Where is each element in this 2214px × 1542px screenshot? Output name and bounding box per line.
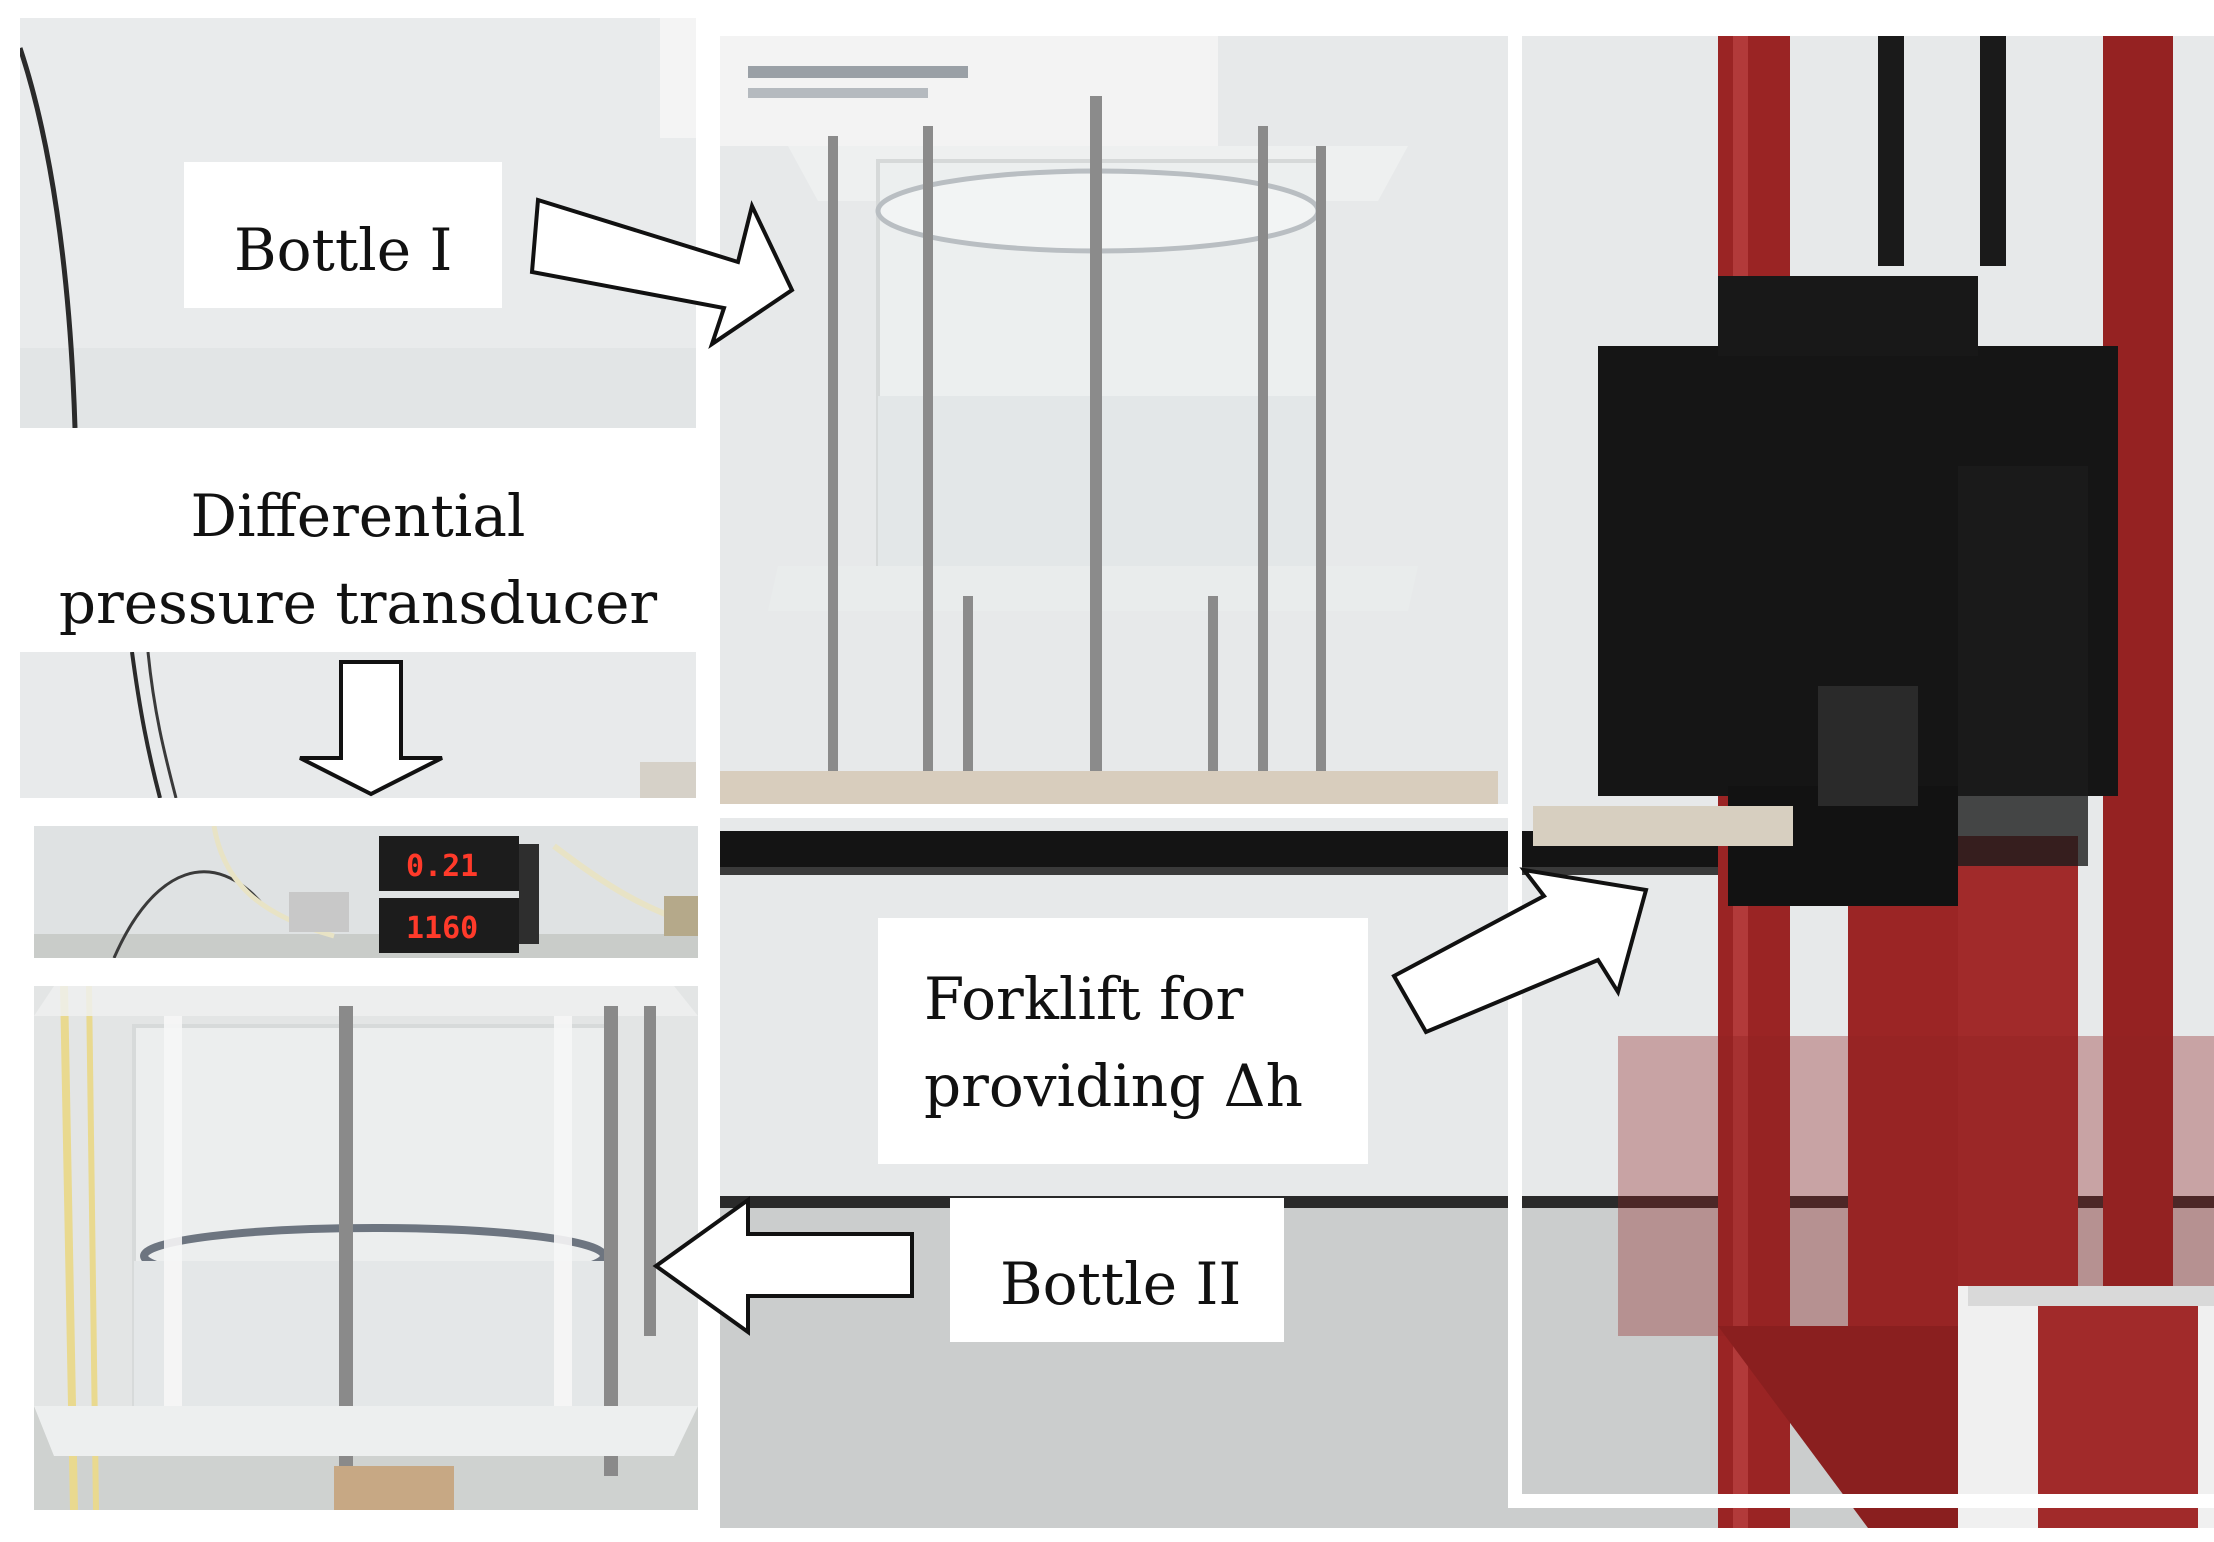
photo-transducer: 0.21 1160 xyxy=(34,826,698,958)
label-bottle-1: Bottle I xyxy=(184,162,502,308)
readout-upper: 0.21 xyxy=(406,849,478,884)
label-transducer: Differential pressure transducer xyxy=(20,440,696,644)
divider-vertical-left xyxy=(698,0,720,1542)
arrow-to-forklift xyxy=(1391,856,1652,1036)
photo-bottle-2 xyxy=(34,986,698,1510)
label-bottle-1-text: Bottle I xyxy=(234,216,453,284)
label-forklift: Forklift for providing Δh xyxy=(878,918,1368,1164)
photo-apparatus xyxy=(718,36,2214,1528)
arrow-to-transducer xyxy=(296,660,446,797)
label-transducer-line1: Differential xyxy=(190,482,526,550)
label-transducer-line2: pressure transducer xyxy=(58,568,658,637)
label-bottle-2: Bottle II xyxy=(950,1198,1284,1342)
arrow-to-bottle-2 xyxy=(652,1196,916,1336)
label-forklift-line2: providing Δh xyxy=(924,1052,1303,1120)
arrow-to-bottle-1 xyxy=(529,197,800,349)
label-bottle-2-text: Bottle II xyxy=(1000,1250,1242,1318)
readout-lower: 1160 xyxy=(406,911,478,946)
label-forklift-line1: Forklift for xyxy=(924,965,1244,1033)
